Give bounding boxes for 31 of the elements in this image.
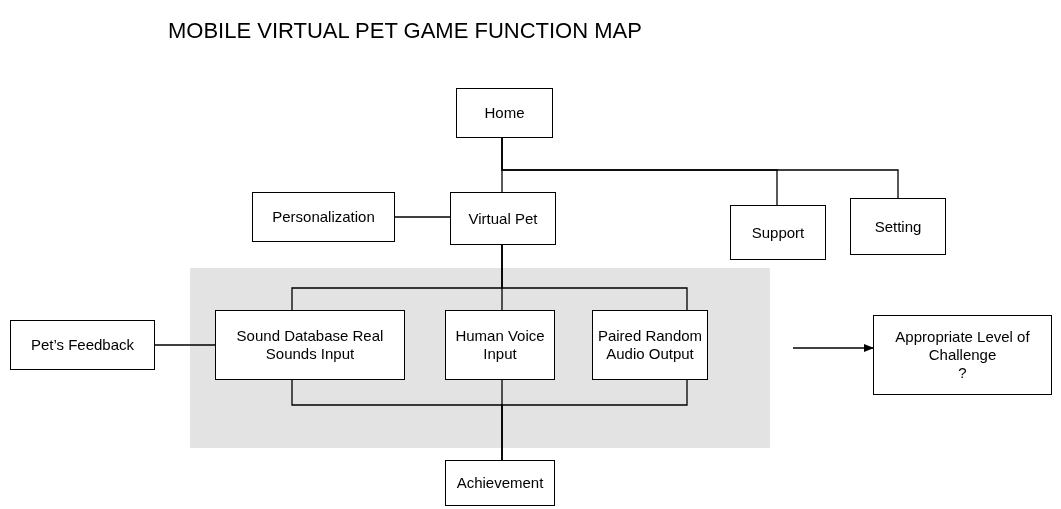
box-label: Setting [874, 217, 922, 236]
process-box [850, 198, 946, 255]
connector-line [394, 216, 451, 218]
box-label: ? [958, 364, 967, 382]
process-box [456, 88, 553, 138]
process-box [592, 310, 708, 380]
process-box [730, 205, 826, 260]
arrow [792, 344, 874, 352]
connector-line [501, 244, 688, 311]
box-label: Achievement [456, 474, 544, 492]
process-box [873, 315, 1052, 395]
process-box [450, 192, 556, 245]
connector-line [501, 137, 899, 199]
process-box [445, 460, 555, 506]
box-label: Support [751, 223, 805, 242]
connector-line [154, 344, 216, 346]
grouping-band [190, 268, 770, 448]
box-label: Appropriate Level of Challenge [894, 328, 1031, 364]
box-label: Home [484, 104, 525, 122]
box-label: Paired Random Audio Output [597, 327, 703, 363]
box-label: Pet’s Feedback [30, 336, 135, 354]
box-label: Personalization [272, 208, 375, 226]
box-label: Human Voice Input [454, 327, 546, 363]
connector-line [501, 379, 688, 461]
title: MOBILE VIRTUAL PET GAME FUNCTION MAP [168, 17, 642, 45]
process-box [252, 192, 395, 242]
box-label: Sound Database Real Sounds Input [235, 327, 385, 363]
box-label: Virtual Pet [468, 209, 538, 228]
process-box [445, 310, 555, 380]
process-box [10, 320, 155, 370]
process-box [215, 310, 405, 380]
